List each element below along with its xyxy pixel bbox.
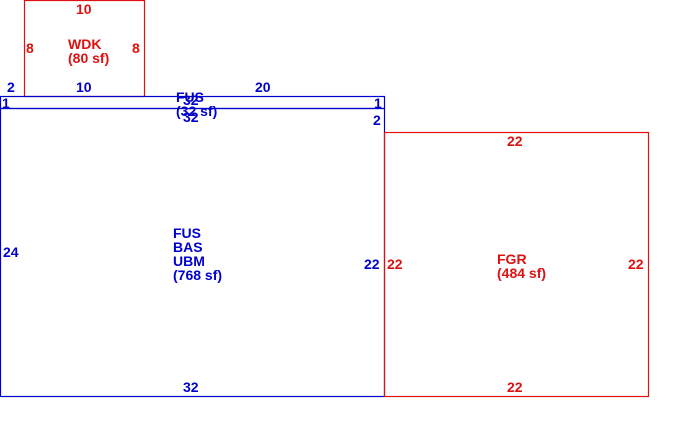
fgr-dim-bottom: 22 [507, 379, 523, 395]
fus-strip-area: (32 sf) [176, 103, 218, 119]
wdk-area: (80 sf) [68, 50, 110, 66]
fgr-outline [383, 131, 650, 398]
fus-strip-dim-right: 1 [374, 95, 382, 111]
main-code-bas: BAS [173, 239, 203, 255]
fgr-dim-right: 22 [628, 256, 644, 272]
main-dim-left: 24 [3, 244, 19, 260]
fus-strip-dim-top: 20 [255, 79, 271, 95]
main-dim-right: 22 [364, 256, 380, 272]
fgr-area: (484 sf) [497, 265, 547, 281]
main-area: (768 sf) [173, 267, 223, 283]
fus-strip-dim-left: 1 [2, 95, 10, 111]
main-code-fus: FUS [173, 225, 201, 241]
wdk-dim-right: 8 [132, 40, 140, 56]
wdk-dim-bottom: 10 [76, 79, 92, 95]
wdk-dim-top: 10 [76, 1, 92, 17]
fus-strip-dim-bottom: 32 [183, 109, 199, 125]
fgr-code: FGR [497, 251, 527, 267]
main-dim-step: 2 [373, 112, 381, 128]
main-code-ubm: UBM [173, 253, 205, 269]
fgr-dim-top: 22 [507, 133, 523, 149]
fus-strip-dim-offset: 2 [7, 79, 15, 95]
fgr-dim-left: 22 [387, 256, 403, 272]
fus-strip-code: FUS [176, 89, 204, 105]
wdk-code: WDK [68, 36, 102, 52]
wdk-dim-left: 8 [26, 40, 34, 56]
main-dim-bottom: 32 [183, 379, 199, 395]
fus-strip-dim-top-overlap: 32 [183, 92, 199, 108]
